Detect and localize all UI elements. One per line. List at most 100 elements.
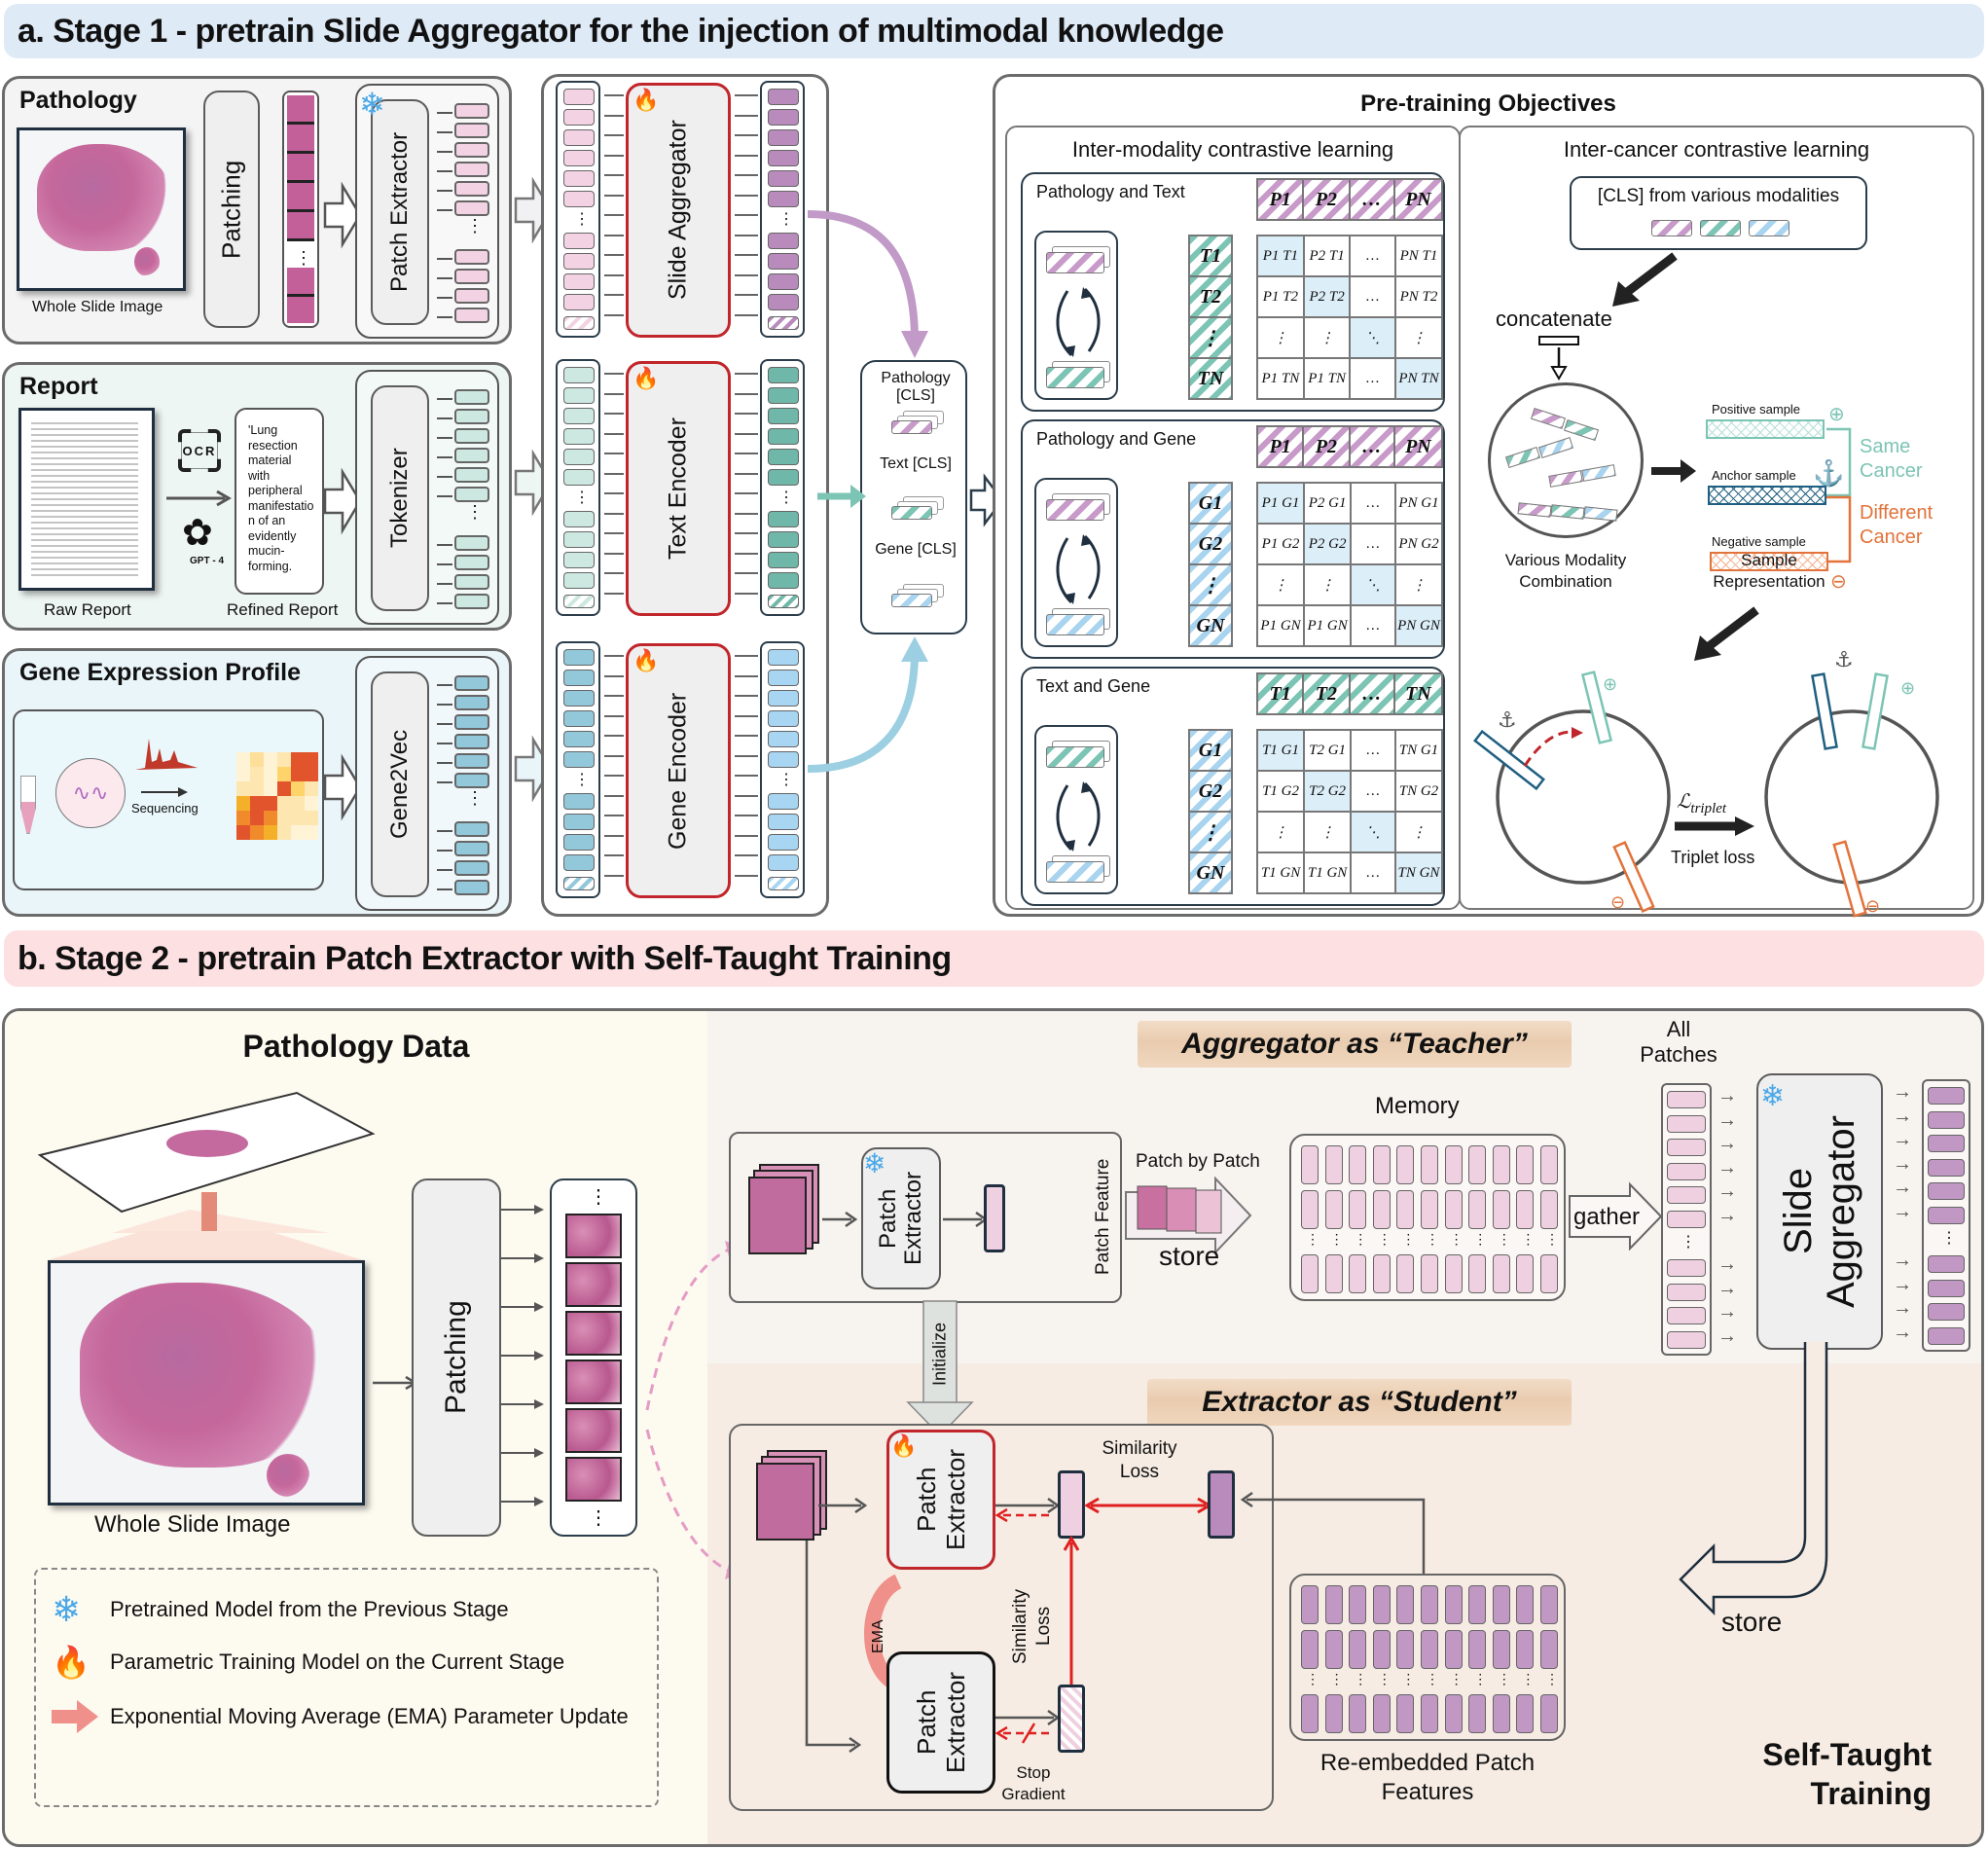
arrow-glyph: → <box>1717 1180 1737 1202</box>
stack-a <box>1046 252 1104 273</box>
token <box>1667 1259 1706 1277</box>
embedding-cell: P1 <box>1255 178 1305 221</box>
token <box>454 535 489 551</box>
arrow-line <box>604 294 624 296</box>
feature-slot <box>1421 1254 1438 1293</box>
contrast-stack-icon <box>1034 725 1118 894</box>
heatmap-cell <box>264 781 277 796</box>
teacher-plank-label: Aggregator as “Teacher” <box>1181 1028 1528 1060</box>
arrow-line <box>604 174 624 176</box>
stage2-wsi-caption: Whole Slide Image <box>94 1511 291 1538</box>
feature-slot <box>1444 1585 1463 1624</box>
arrow-line <box>437 258 452 260</box>
ellipsis: ⋮ <box>778 772 794 788</box>
embedding-before-diagram: ⚓ ⊕ ⊖ <box>1473 671 1671 913</box>
bidirectional-arrow-icon <box>1056 287 1101 357</box>
matrix-cell: ⋮ <box>1302 316 1352 359</box>
arrow-line <box>735 413 758 415</box>
patch-thumbnail <box>565 1262 622 1307</box>
glass-slide <box>37 1091 376 1233</box>
token <box>454 860 489 876</box>
arrow-line <box>735 174 758 176</box>
matrix-cell: T1 G1 <box>1255 729 1306 772</box>
modality-pair-title: Text and Gene <box>1036 676 1151 696</box>
patch-extractor-label: Patch Extractor <box>386 131 413 293</box>
token <box>768 793 799 810</box>
token <box>454 181 489 197</box>
cls-token <box>768 595 799 608</box>
token <box>768 89 799 105</box>
wsi-caption: Whole Slide Image <box>32 299 163 315</box>
arrow-line <box>604 373 624 375</box>
token <box>768 710 799 727</box>
minus-icon-after: ⊖ <box>1865 896 1880 917</box>
arrow-line <box>437 869 452 871</box>
arrow-glyph: → <box>1717 1324 1737 1347</box>
matrix-cell: P1 T1 <box>1256 235 1305 277</box>
embedding-cell: GN <box>1188 604 1233 647</box>
heatmap-cell <box>236 811 250 825</box>
arrow <box>818 1497 868 1514</box>
plus-icon-before: ⊕ <box>1603 674 1617 695</box>
arrow-line <box>437 684 452 686</box>
tokenizer-label: Tokenizer <box>386 448 413 549</box>
heatmap-cell <box>250 796 264 811</box>
patch-thumbnail <box>565 1457 622 1502</box>
cls-modalities-box: [CLS] from various modalities <box>1570 176 1867 250</box>
arrow-line <box>735 134 758 136</box>
encoder-input-column: ⋮ <box>556 81 600 338</box>
feature-slot <box>1540 1190 1558 1229</box>
arrow-line <box>437 151 452 153</box>
legend-item: Exponential Moving Average (EMA) Paramet… <box>52 1700 629 1733</box>
token <box>563 854 595 871</box>
feature-slot <box>1540 1145 1558 1184</box>
fire-icon: 🔥 <box>52 1645 90 1680</box>
feature-slot <box>1324 1145 1343 1184</box>
feature-slot <box>1396 1145 1415 1184</box>
arrow-line <box>735 294 758 296</box>
token <box>768 854 799 871</box>
inter-modality-box: Inter-modality contrastive learning Path… <box>1005 126 1461 910</box>
legend-label: Exponential Moving Average (EMA) Paramet… <box>110 1704 629 1728</box>
patch-thumbnail <box>565 1311 622 1356</box>
token <box>563 129 595 146</box>
gene-cls-icon <box>891 594 932 607</box>
arrow-glyph: → <box>1893 1105 1912 1127</box>
ellipsis: ⋮ <box>1941 1230 1957 1247</box>
feature-slot <box>1444 1694 1463 1733</box>
embedding-cell: … <box>1348 178 1395 221</box>
patching-label: Patching <box>216 160 246 259</box>
ellipsis: ⋮ <box>1681 1234 1696 1251</box>
matrix-cell: … <box>1349 275 1396 318</box>
arrow-line <box>604 655 624 657</box>
all-patches-column: →→→→→→⋮→→→→ <box>1661 1083 1737 1472</box>
matrix-cell: TN GN <box>1393 852 1444 894</box>
arrow-line <box>735 512 758 515</box>
matrix-cell: P1 G1 <box>1255 482 1306 525</box>
student-store-label: store <box>1721 1607 1783 1637</box>
arrow <box>822 1211 858 1228</box>
heatmap-cell <box>250 781 264 796</box>
anchor-icon-after: ⚓ <box>1834 648 1854 672</box>
token <box>563 253 595 270</box>
embedding-cell: T2 <box>1188 275 1233 318</box>
arrow-glyph: → <box>1717 1253 1737 1275</box>
token <box>454 734 489 749</box>
matrix-cell: ⋮ <box>1303 811 1353 853</box>
arrow-line <box>437 563 452 565</box>
tokenizer-container: Tokenizer ⋮ <box>355 370 499 625</box>
heatmap-cell <box>277 796 291 811</box>
embedding-cell: G1 <box>1188 729 1233 772</box>
token <box>563 731 595 747</box>
raw-report-caption: Raw Report <box>44 600 131 619</box>
token <box>563 191 595 207</box>
arrow-line <box>604 794 624 797</box>
patching-arrows <box>501 1205 544 1506</box>
heatmap-cell <box>305 781 318 796</box>
legend-item: ❄ Pretrained Model from the Previous Sta… <box>52 1589 509 1630</box>
stack-b <box>1046 614 1104 635</box>
arrow-line <box>604 472 624 475</box>
feature-slot <box>1372 1630 1391 1669</box>
token <box>768 408 799 424</box>
